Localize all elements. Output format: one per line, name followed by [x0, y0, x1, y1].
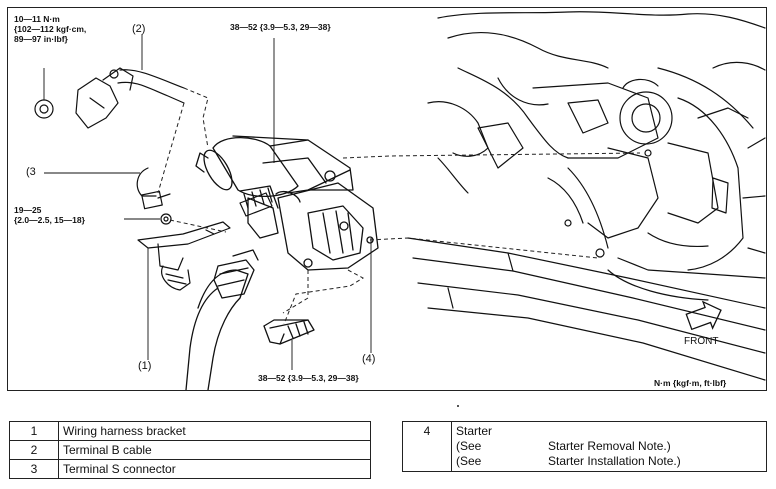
part-note: (See Starter Removal Note.) [456, 439, 671, 453]
callout-1: (1) [138, 360, 152, 372]
part-number: 4 [402, 421, 452, 472]
table-row: 1 Wiring harness bracket [9, 421, 371, 441]
table-row: 3 Terminal S connector [9, 459, 371, 479]
part-number: 3 [9, 459, 59, 479]
front-arrow-icon [685, 300, 722, 331]
torque-label-terminal-s-nut: 19—25 {2.0—2.5, 15—18} [14, 205, 85, 225]
front-label: FRONT [684, 336, 719, 347]
transaxle-housing [407, 237, 766, 381]
terminal-s-connector [136, 167, 171, 210]
part-details: Starter (See Starter Removal Note.) (See… [451, 421, 767, 472]
engine-block [427, 11, 766, 301]
torque-label-starter-upper: 38—52 {3.9—5.3, 29—38} [230, 22, 331, 32]
part-name: Starter [456, 424, 493, 438]
callout-4: (4) [362, 353, 376, 365]
hose-assembly [185, 249, 259, 390]
terminal-b-cable [34, 67, 185, 129]
parts-table-left: 1 Wiring harness bracket 2 Terminal B ca… [9, 421, 371, 479]
part-note: (See Starter Installation Note.) [456, 454, 681, 468]
part-number: 2 [9, 440, 59, 460]
torque-label-starter-lower: 38—52 {3.9—5.3, 29—38} [258, 373, 359, 383]
parts-table-right: 4 Starter (See Starter Removal Note.) (S… [402, 421, 767, 472]
part-number: 1 [9, 421, 59, 441]
table-row: 4 Starter (See Starter Removal Note.) (S… [402, 421, 767, 472]
part-name: Terminal B cable [58, 440, 371, 460]
harness-bracket [137, 221, 231, 291]
terminal-stud [239, 192, 273, 217]
callout-2: (2) [132, 23, 146, 35]
torque-units-label: N·m {kgf·m, ft·lbf} [654, 378, 727, 388]
starter-motor [195, 135, 379, 271]
nut [160, 213, 172, 225]
table-row: 2 Terminal B cable [9, 440, 371, 460]
torque-label-terminal-b-nut: 10—11 N·m {102—112 kgf·cm, 89—97 in·lbf} [14, 14, 87, 44]
starter-bolt [263, 319, 315, 345]
part-name: Terminal S connector [58, 459, 371, 479]
callout-3: (3 [26, 166, 36, 178]
diagram-frame: 10—11 N·m {102—112 kgf·cm, 89—97 in·lbf}… [7, 7, 767, 391]
stray-dot [457, 405, 459, 407]
starter-exploded-diagram [34, 11, 766, 390]
part-name: Wiring harness bracket [58, 421, 371, 441]
